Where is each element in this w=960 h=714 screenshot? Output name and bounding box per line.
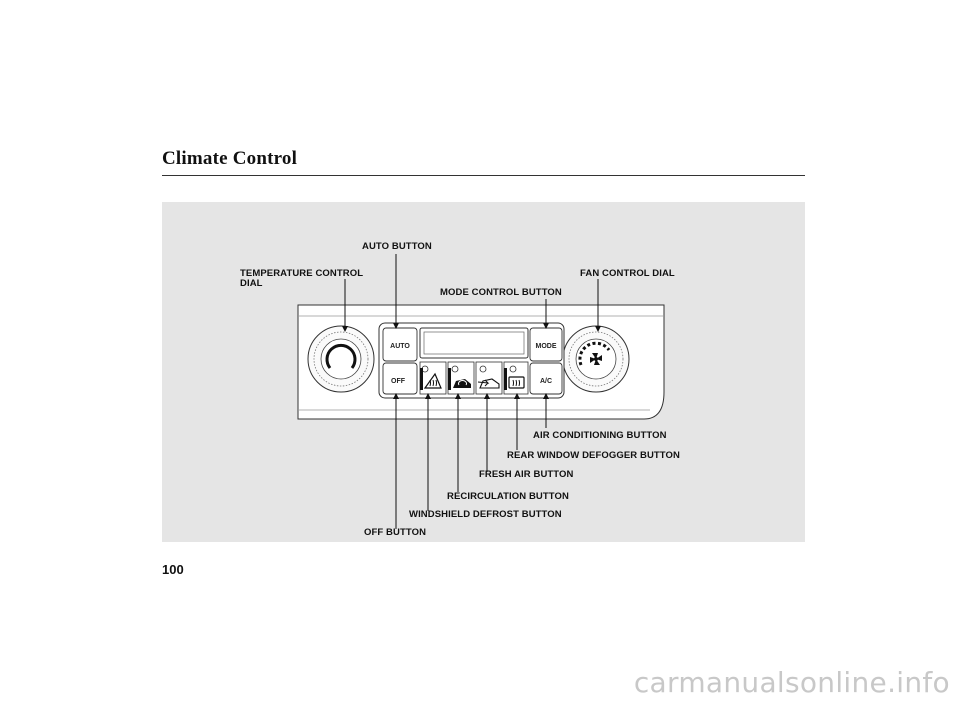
ac-button-label: AIR CONDITIONING BUTTON bbox=[533, 430, 667, 441]
recirculation-button-label: RECIRCULATION BUTTON bbox=[447, 491, 569, 502]
mode-button[interactable]: MODE bbox=[529, 327, 563, 362]
fresh-air-button[interactable] bbox=[475, 361, 503, 395]
watermark: carmanualsonline.info bbox=[633, 666, 950, 699]
title-divider bbox=[162, 175, 805, 176]
temperature-dial-label-line2: DIAL bbox=[240, 278, 263, 289]
off-button[interactable]: OFF bbox=[382, 362, 418, 395]
fresh-air-button-label: FRESH AIR BUTTON bbox=[479, 469, 574, 480]
page-number: 100 bbox=[162, 562, 184, 577]
windshield-defrost-icon bbox=[423, 372, 442, 389]
svg-text:A/C: A/C bbox=[540, 378, 552, 385]
fan-dial-label: FAN CONTROL DIAL bbox=[580, 268, 675, 279]
mode-button-label: MODE CONTROL BUTTON bbox=[440, 287, 562, 298]
off-button-label: OFF BUTTON bbox=[364, 527, 427, 538]
auto-button-label: AUTO BUTTON bbox=[362, 241, 432, 252]
climate-panel-illustration: AUTO OFF MODE A/C bbox=[297, 254, 665, 529]
svg-text:AUTO: AUTO bbox=[390, 343, 410, 350]
svg-text:OFF: OFF bbox=[391, 378, 406, 385]
windshield-defrost-button-label: WINDSHIELD DEFROST BUTTON bbox=[409, 509, 562, 520]
rear-defogger-button-label: REAR WINDOW DEFOGGER BUTTON bbox=[507, 450, 680, 461]
temperature-dial[interactable] bbox=[307, 325, 375, 393]
display-window bbox=[419, 327, 529, 359]
auto-button[interactable]: AUTO bbox=[382, 327, 418, 362]
windshield-defrost-button[interactable] bbox=[419, 361, 447, 395]
fan-icon bbox=[590, 353, 602, 365]
page-title: Climate Control bbox=[162, 148, 298, 169]
recirculation-button[interactable] bbox=[447, 361, 475, 395]
rear-defogger-icon bbox=[508, 376, 525, 389]
fan-dial[interactable] bbox=[562, 325, 630, 393]
climate-control-figure: AUTO OFF MODE A/C bbox=[162, 202, 805, 542]
rear-defogger-button[interactable] bbox=[503, 361, 529, 395]
svg-text:MODE: MODE bbox=[536, 343, 557, 350]
ac-button[interactable]: A/C bbox=[529, 362, 563, 395]
recirculation-icon bbox=[453, 379, 471, 388]
temperature-dial-label-line1: TEMPERATURE CONTROL bbox=[240, 268, 364, 279]
fresh-air-icon bbox=[477, 378, 500, 389]
leader-lines bbox=[342, 254, 601, 529]
